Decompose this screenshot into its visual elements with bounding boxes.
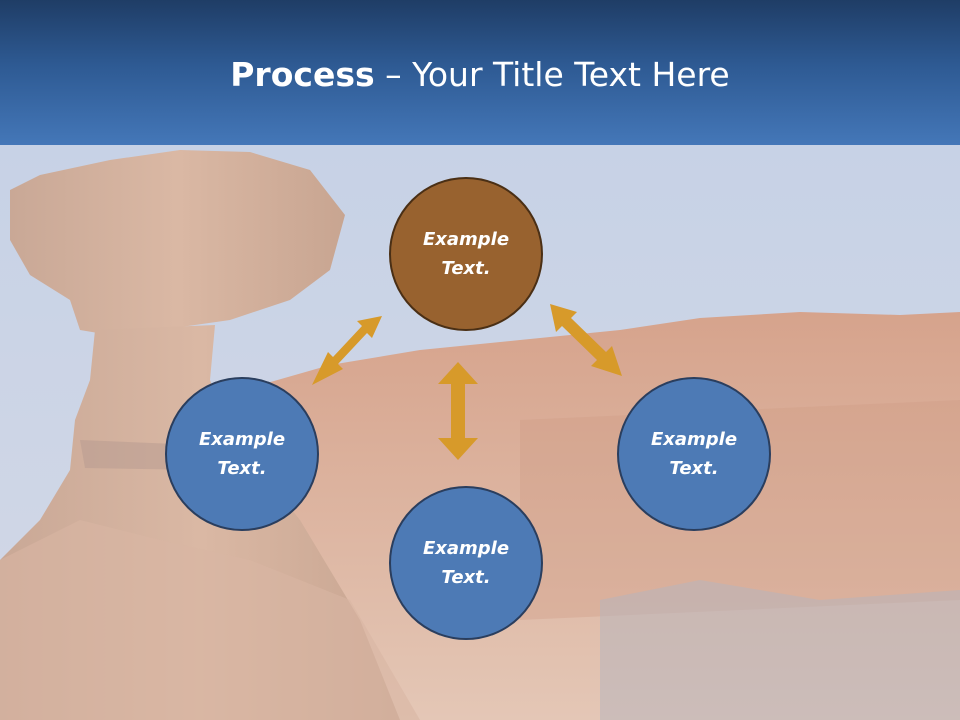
node-right-label: Example Text. xyxy=(650,429,738,479)
arrow-top-left xyxy=(312,316,382,385)
title-rest: – Your Title Text Here xyxy=(374,55,730,94)
title-banner xyxy=(0,0,960,145)
node-left: Example Text. xyxy=(165,377,319,531)
slide-title: Process – Your Title Text Here xyxy=(0,55,960,95)
node-top: Example Text. xyxy=(389,177,543,331)
node-right: Example Text. xyxy=(617,377,771,531)
arrow-top-right xyxy=(550,304,622,376)
node-top-label: Example Text. xyxy=(422,229,510,279)
node-left-label: Example Text. xyxy=(198,429,286,479)
node-bottom: Example Text. xyxy=(389,486,543,640)
arrow-top-bottom xyxy=(438,362,478,460)
title-bold: Process xyxy=(230,55,375,94)
node-bottom-label: Example Text. xyxy=(422,538,510,588)
